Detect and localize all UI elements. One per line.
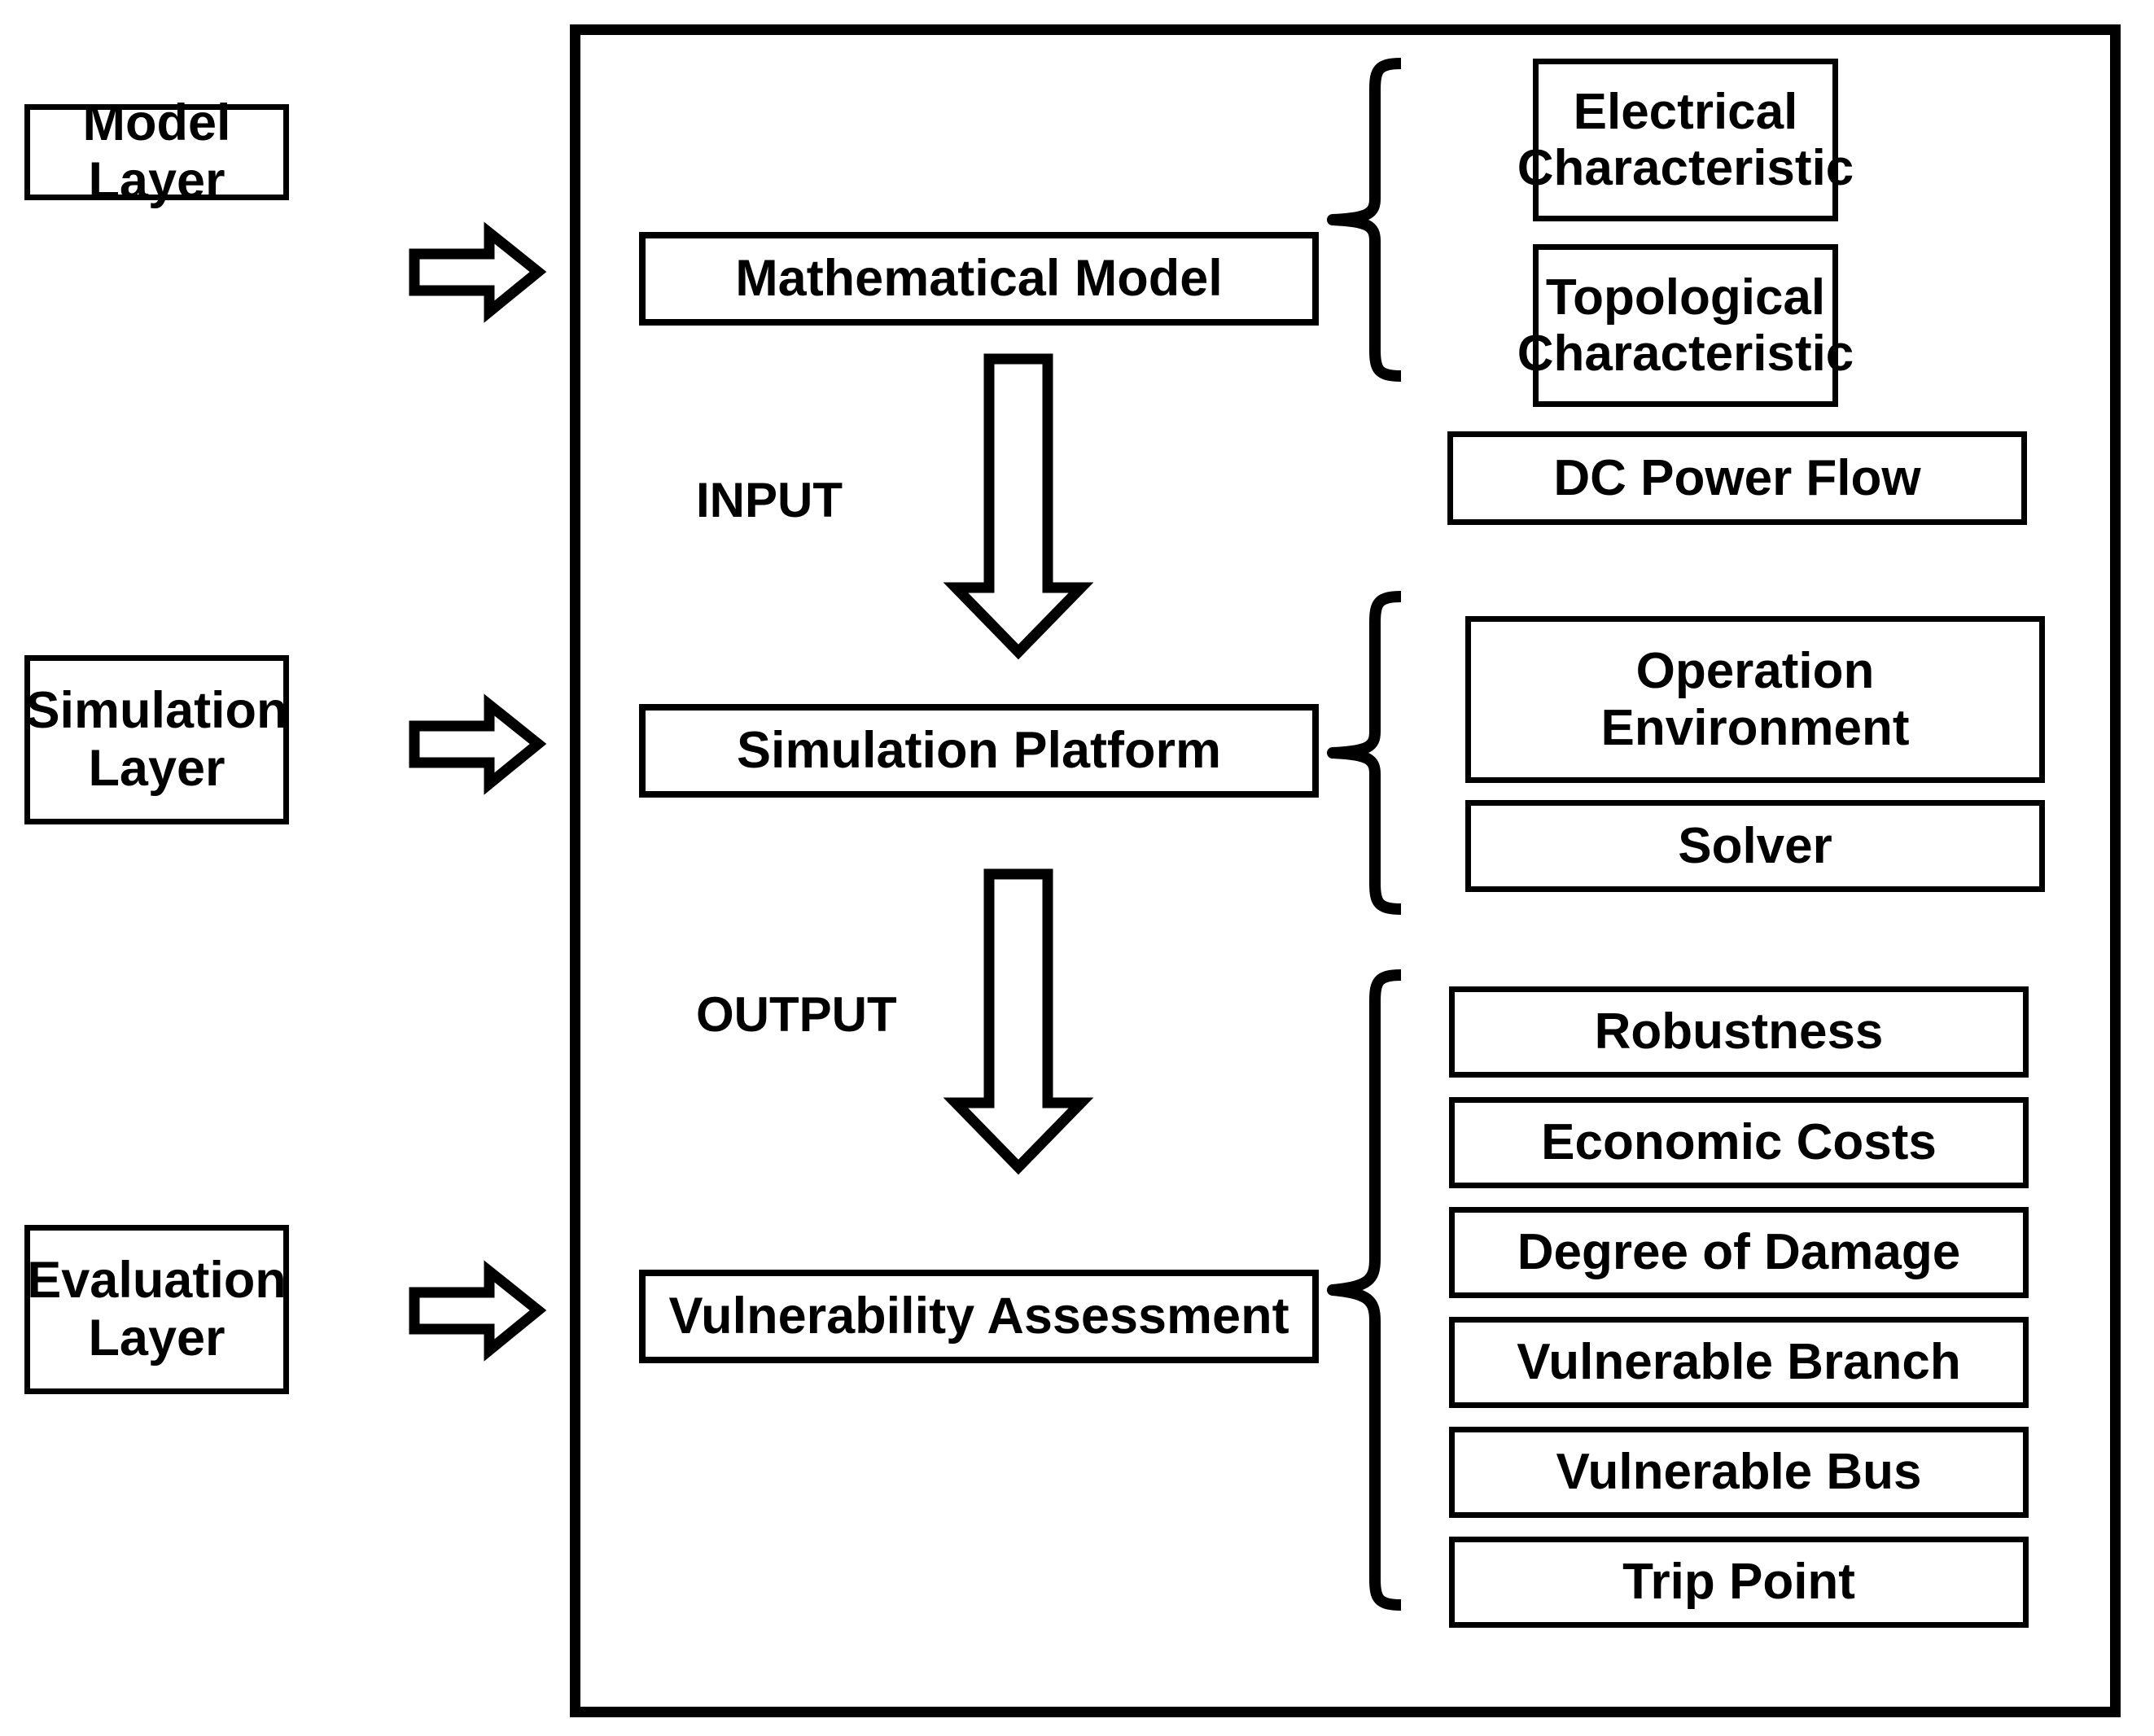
arrow-simulation-to-framework xyxy=(409,693,547,795)
layer-box-evaluation[interactable]: Evaluation Layer xyxy=(24,1225,289,1394)
flow-label-output: OUTPUT xyxy=(696,987,897,1042)
model-brace xyxy=(1327,58,1402,382)
arrow-model-to-framework xyxy=(409,221,547,323)
detail-box-economic-costs[interactable]: Economic Costs xyxy=(1449,1097,2029,1188)
detail-box-vulnerable-branch[interactable]: Vulnerable Branch xyxy=(1449,1317,2029,1408)
detail-box-operation-environment-line2: Environment xyxy=(1600,699,1910,756)
detail-box-solver[interactable]: Solver xyxy=(1465,800,2045,892)
detail-box-topological-characteristic-line2: Characteristic xyxy=(1517,326,1854,382)
output-down-arrow xyxy=(943,868,1094,1175)
detail-box-electrical-characteristic-line1: Electrical xyxy=(1573,83,1798,140)
detail-box-electrical-characteristic[interactable]: Electrical Characteristic xyxy=(1517,59,1854,221)
layer-box-simulation-line2: Layer xyxy=(88,740,225,797)
stage-box-simulation-platform-label: Simulation Platform xyxy=(736,722,1222,780)
detail-box-dc-power-flow[interactable]: DC Power Flow xyxy=(1447,431,2027,525)
detail-box-electrical-characteristic-line2: Characteristic xyxy=(1517,140,1854,196)
stage-box-vulnerability-assessment-label: Vulnerability Assessment xyxy=(668,1288,1289,1345)
detail-box-trip-point-line1: Trip Point xyxy=(1622,1554,1855,1611)
detail-box-dc-power-flow-line1: DC Power Flow xyxy=(1553,449,1921,506)
stage-box-mathematical-model-label: Mathematical Model xyxy=(735,250,1223,308)
detail-box-operation-environment-line1: Operation xyxy=(1635,643,1875,700)
layer-box-model[interactable]: Model Layer xyxy=(24,94,289,209)
detail-box-economic-costs-line1: Economic Costs xyxy=(1541,1114,1937,1171)
stage-box-simulation-platform[interactable]: Simulation Platform xyxy=(639,704,1319,798)
flow-label-input: INPUT xyxy=(696,473,843,527)
detail-box-robustness-line1: Robustness xyxy=(1594,1004,1884,1060)
layer-box-simulation[interactable]: Simulation Layer xyxy=(24,655,289,824)
evaluation-brace xyxy=(1327,969,1402,1611)
detail-box-operation-environment[interactable]: Operation Environment xyxy=(1465,616,2045,783)
layer-box-simulation-line1: Simulation xyxy=(25,682,288,740)
detail-box-topological-characteristic[interactable]: Topological Characteristic xyxy=(1517,244,1854,407)
input-down-arrow xyxy=(943,353,1094,660)
layer-box-evaluation-line2: Layer xyxy=(88,1310,225,1366)
detail-box-degree-of-damage-line1: Degree of Damage xyxy=(1517,1224,1961,1281)
layer-box-model-line1: Model xyxy=(82,94,231,152)
detail-box-topological-characteristic-line1: Topological xyxy=(1545,269,1826,326)
layer-box-model-line2: Layer xyxy=(88,152,225,209)
detail-box-trip-point[interactable]: Trip Point xyxy=(1449,1537,2029,1628)
simulation-brace xyxy=(1327,591,1402,915)
stage-box-vulnerability-assessment[interactable]: Vulnerability Assessment xyxy=(639,1270,1319,1363)
detail-box-vulnerable-branch-line1: Vulnerable Branch xyxy=(1517,1334,1961,1391)
arrow-evaluation-to-framework xyxy=(409,1260,547,1362)
detail-box-vulnerable-bus[interactable]: Vulnerable Bus xyxy=(1449,1427,2029,1518)
detail-box-solver-line1: Solver xyxy=(1678,817,1832,874)
detail-box-vulnerable-bus-line1: Vulnerable Bus xyxy=(1556,1444,1922,1501)
layer-box-evaluation-line1: Evaluation xyxy=(27,1252,287,1310)
detail-box-robustness[interactable]: Robustness xyxy=(1449,986,2029,1078)
detail-box-degree-of-damage[interactable]: Degree of Damage xyxy=(1449,1207,2029,1298)
stage-box-mathematical-model[interactable]: Mathematical Model xyxy=(639,232,1319,326)
